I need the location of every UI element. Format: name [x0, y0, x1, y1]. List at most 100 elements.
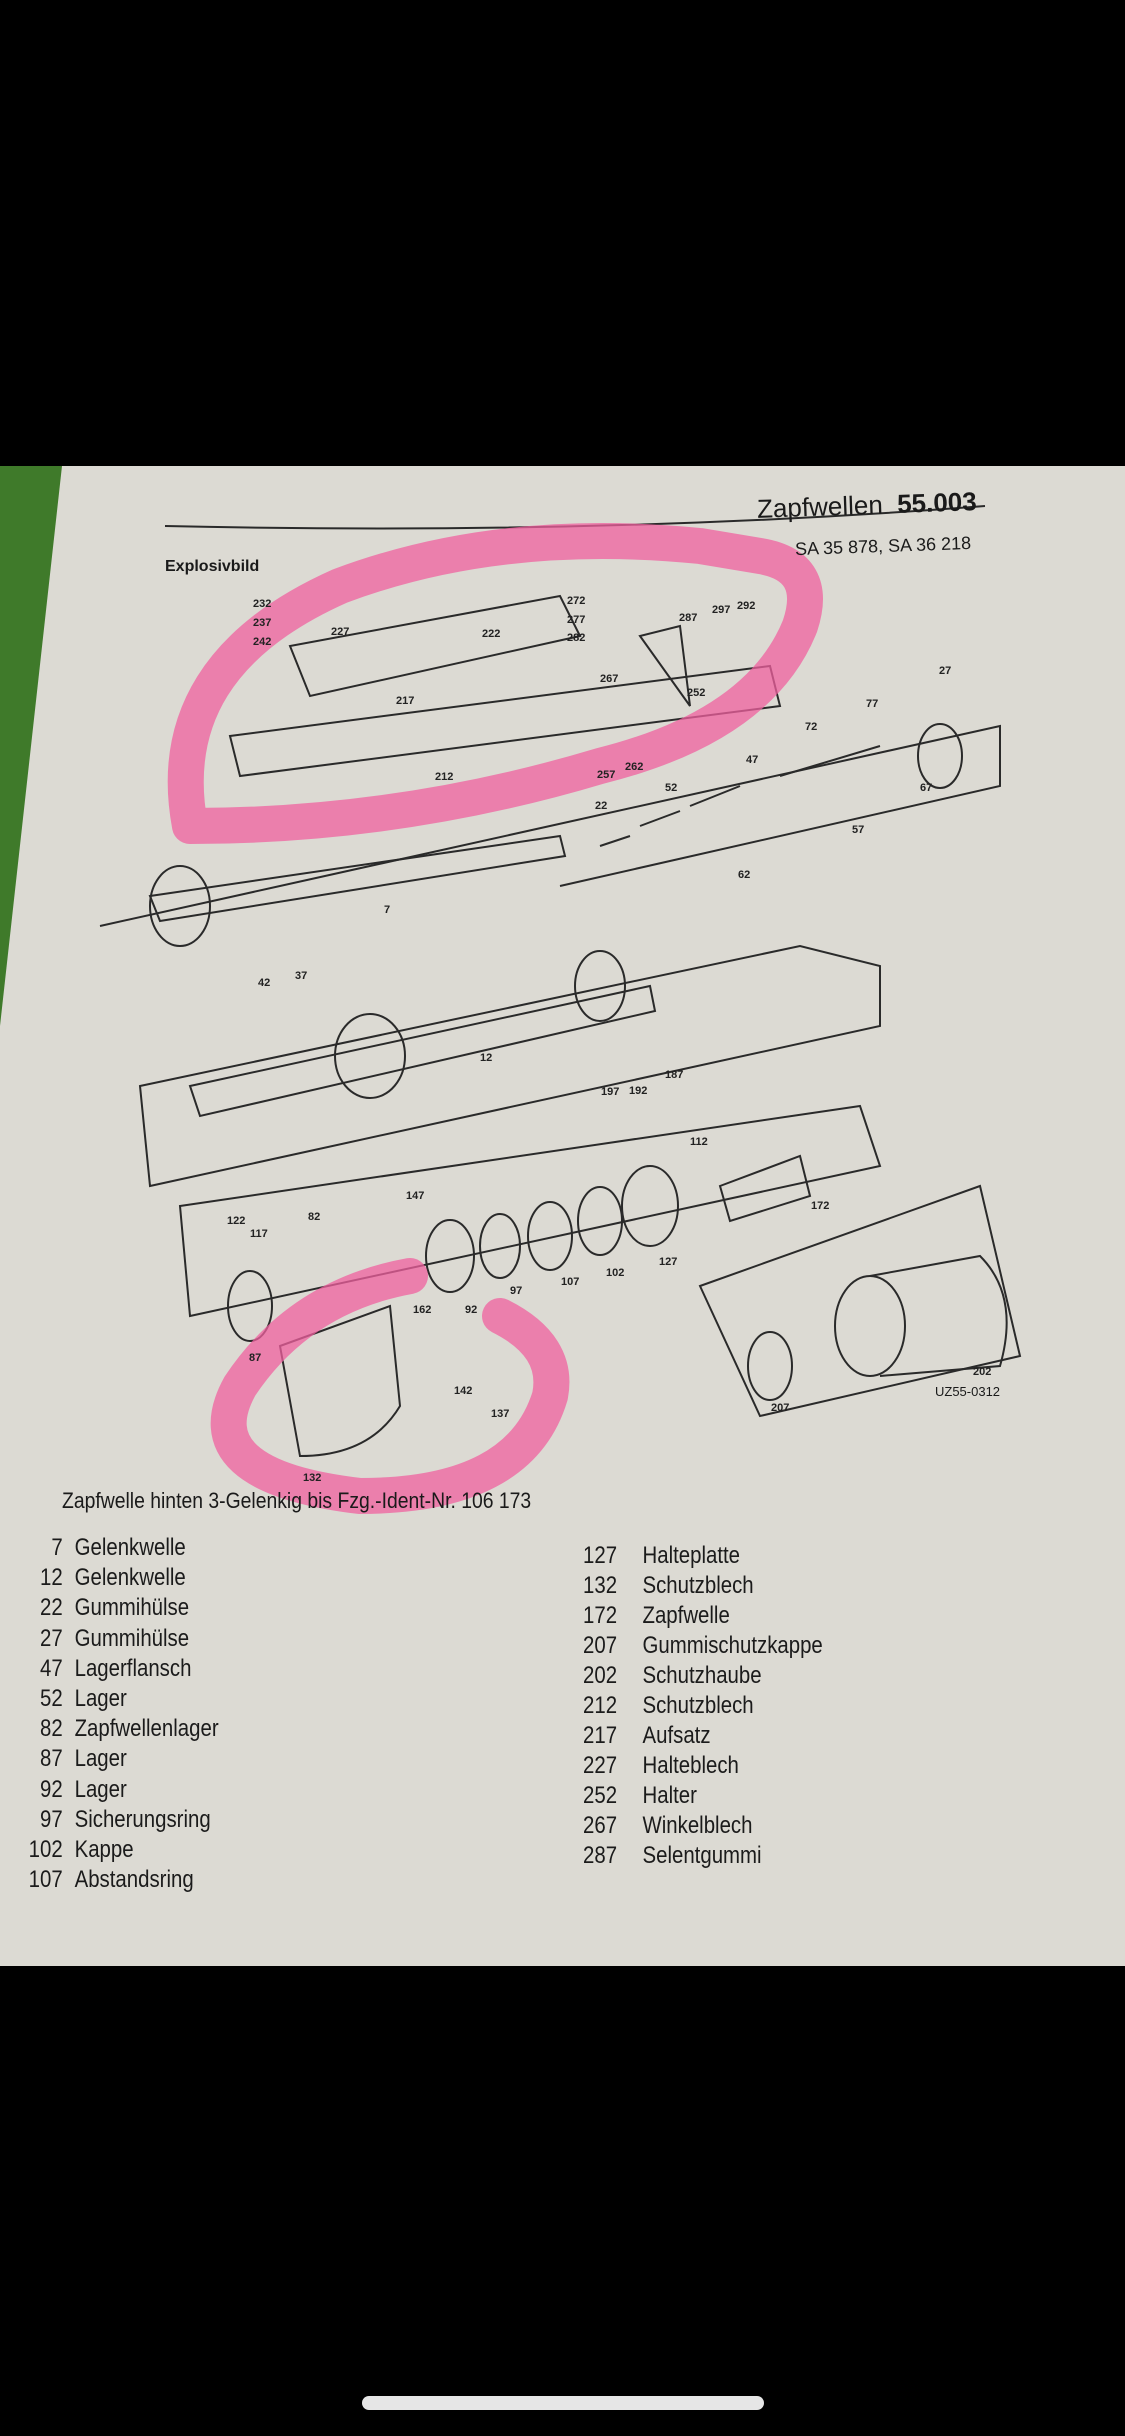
callout-212: 212: [435, 771, 454, 783]
part-name: Lagerflansch: [74, 1654, 192, 1682]
legend-row: 92 Lager: [10, 1776, 127, 1804]
part-number: 7: [51, 1534, 63, 1561]
callout-187: 187: [665, 1069, 684, 1081]
callout-237: 237: [253, 617, 272, 629]
part-name: Abstandsring: [74, 1866, 194, 1894]
callout-147: 147: [406, 1190, 425, 1202]
callout-47: 47: [746, 754, 759, 766]
callout-162: 162: [413, 1304, 432, 1316]
callout-207: 207: [771, 1402, 790, 1414]
legend-row: 107 Abstandsring: [10, 1866, 194, 1894]
part-name: Lager: [74, 1775, 127, 1803]
part-name: Zapfwellenlager: [74, 1715, 219, 1743]
callout-287: 287: [679, 612, 698, 624]
part-number: 212: [583, 1692, 618, 1719]
part-name: Lager: [74, 1745, 127, 1773]
home-indicator[interactable]: [362, 2396, 764, 2410]
callout-132: 132: [303, 1472, 322, 1484]
frame-bottom: [178, 1104, 882, 1318]
callout-77: 77: [866, 698, 879, 710]
callout-87: 87: [249, 1352, 262, 1364]
callout-292: 292: [737, 600, 756, 612]
part-number: 267: [583, 1812, 618, 1839]
part-number: 107: [28, 1866, 63, 1894]
legend-row: 87 Lager: [10, 1745, 127, 1773]
part-number: 27: [40, 1624, 63, 1652]
part-number: 207: [583, 1632, 618, 1659]
part-number: 132: [583, 1572, 618, 1599]
part-number: 22: [40, 1594, 63, 1622]
highlighter-mark-top: [167, 523, 823, 844]
part-number: 227: [583, 1752, 618, 1779]
callout-62: 62: [738, 869, 751, 881]
part-number: 217: [583, 1722, 618, 1749]
part-name: Aufsatz: [642, 1722, 711, 1749]
legend-row: 82 Zapfwellenlager: [10, 1715, 219, 1743]
part-number: 92: [40, 1775, 63, 1803]
part-name: Sicherungsring: [74, 1805, 211, 1833]
legend-row: 172 Zapfwelle: [583, 1602, 730, 1630]
part-name: Lager: [74, 1685, 127, 1712]
part-number: 87: [40, 1745, 63, 1773]
frame-mid: [138, 944, 881, 1188]
part-number: 12: [40, 1564, 63, 1592]
shield-part: [228, 594, 782, 778]
callout-232: 232: [253, 598, 272, 610]
part-number: 287: [583, 1842, 618, 1869]
highlighter-mark-bottom: [210, 1258, 570, 1515]
callout-297: 297: [712, 604, 731, 616]
yoke: [149, 865, 211, 947]
part-name: Gummihülse: [74, 1624, 190, 1652]
callout-242: 242: [253, 636, 272, 648]
document-page: Zapfwellen 55.003 SA 35 878, SA 36 218 E…: [0, 466, 1125, 1966]
legend-row: 97 Sicherungsring: [10, 1806, 211, 1834]
callout-67: 67: [920, 782, 933, 794]
part-name: Winkelblech: [642, 1812, 753, 1839]
part-name: Gelenkwelle: [74, 1564, 186, 1592]
part-name: Gelenkwelle: [74, 1534, 186, 1561]
part-number: 97: [40, 1805, 63, 1833]
callout-277: 277: [567, 614, 586, 626]
legend-row: 217 Aufsatz: [583, 1722, 711, 1750]
callout-117: 117: [250, 1228, 268, 1240]
page-number: 55.003: [896, 486, 978, 519]
part-name: Halteblech: [642, 1752, 739, 1779]
callout-137: 137: [491, 1408, 510, 1420]
part-number: 252: [583, 1782, 618, 1809]
part-name: Zapfwelle: [642, 1602, 730, 1629]
drawing-code: UZ55-0312: [935, 1384, 1001, 1399]
callout-57: 57: [852, 824, 865, 836]
callout-142: 142: [454, 1385, 473, 1397]
view-label: Explosivbild: [165, 558, 260, 575]
part-number: 82: [40, 1715, 63, 1743]
part-number: 172: [583, 1602, 618, 1629]
callout-102: 102: [606, 1267, 625, 1279]
callout-227: 227: [331, 626, 350, 638]
legend-row: 27 Gummihülse: [10, 1625, 189, 1653]
guard-132: [278, 1304, 402, 1458]
part-name: Gummihülse: [74, 1594, 190, 1622]
part-name: Selentgummi: [642, 1842, 762, 1869]
callout-92: 92: [465, 1304, 478, 1316]
part-number: 102: [28, 1836, 63, 1863]
part-name: Gummischutzkappe: [642, 1632, 823, 1659]
callout-202: 202: [973, 1366, 992, 1378]
callout-257: 257: [597, 769, 616, 781]
part-name: Kappe: [74, 1836, 134, 1863]
exploded-view-drawing: [99, 505, 1022, 1515]
part-name: Schutzhaube: [642, 1662, 762, 1689]
part-name: Halter: [642, 1782, 697, 1809]
callout-7: 7: [384, 904, 391, 916]
frame-cover: [698, 1184, 1022, 1418]
callout-82: 82: [308, 1211, 321, 1223]
callout-282: 282: [567, 632, 586, 644]
callout-217: 217: [396, 695, 415, 707]
frame-top: [99, 724, 1001, 927]
callout-192: 192: [629, 1085, 648, 1097]
callout-127: 127: [659, 1256, 678, 1268]
callout-27: 27: [939, 665, 952, 677]
